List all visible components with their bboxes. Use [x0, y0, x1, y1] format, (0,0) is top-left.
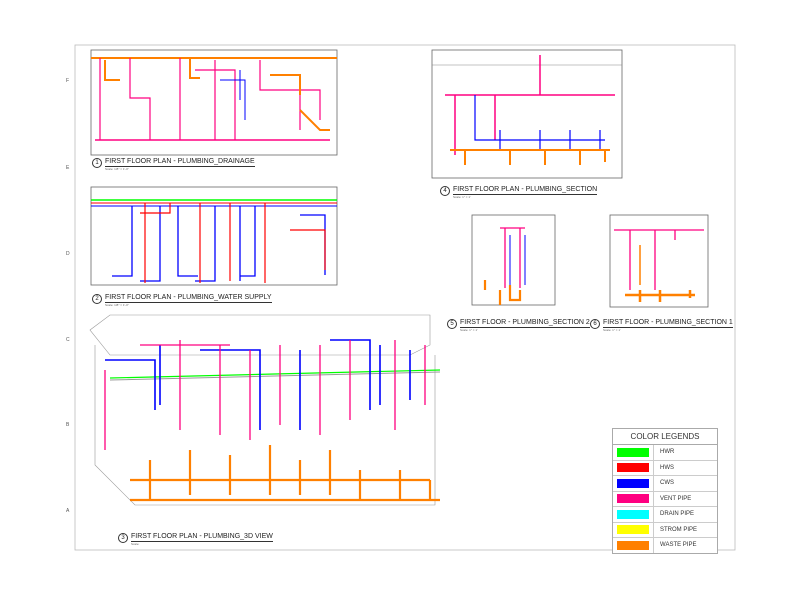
view-scale: Scale: 1" = 1': [453, 195, 471, 199]
legend-swatch: [613, 522, 654, 537]
view-number: 2: [92, 294, 102, 304]
legend-swatch: [613, 476, 654, 491]
view-5-section-2: [471, 214, 556, 306]
legend-title: COLOR LEGENDS: [613, 429, 717, 445]
color-swatch: [617, 494, 649, 504]
view-title: FIRST FLOOR PLAN - PLUMBING_SECTION: [453, 186, 598, 195]
view-title: FIRST FLOOR - PLUMBING_SECTION 1: [603, 319, 733, 328]
legend-swatch: [613, 491, 654, 506]
legend-label: VENT PIPE: [660, 495, 692, 502]
view-number: 4: [440, 186, 450, 196]
legend-item: HWR: [613, 445, 717, 461]
legend-item: STROM PIPE: [613, 522, 717, 538]
legend-swatch: [613, 507, 654, 522]
view-number: 5: [447, 319, 457, 329]
legend-item: VENT PIPE: [613, 491, 717, 507]
sheet-border: [74, 44, 736, 551]
view-4-section: [431, 49, 623, 179]
view-title: FIRST FLOOR - PLUMBING_SECTION 2: [460, 319, 590, 328]
legend-swatch: [613, 538, 654, 553]
view-3-3d-view: [89, 314, 441, 506]
view-number: 6: [590, 319, 600, 329]
view-scale: Scale: 1" = 1': [460, 328, 478, 332]
color-legend: COLOR LEGENDS HWR HWS CWS VENT PIPE DRAIN PI…: [612, 428, 718, 554]
legend-label: HWR: [660, 449, 675, 455]
grid-letter: C: [66, 337, 70, 343]
legend-label: DRAIN PIPE: [660, 511, 695, 517]
view-scale: Scale: 1" = 1': [603, 328, 621, 332]
view-title-2: 2 FIRST FLOOR PLAN - PLUMBING_WATER SUPP…: [92, 294, 272, 307]
view-scale: Scale: 1/8" = 1'-0": [105, 167, 129, 171]
view-scale: Scale: 1/8" = 1'-0": [105, 303, 129, 307]
color-swatch: [617, 540, 649, 550]
legend-item: WASTE PIPE: [613, 538, 717, 553]
grid-letter: E: [66, 165, 70, 171]
legend-swatch: [613, 460, 654, 475]
legend-item: DRAIN PIPE: [613, 507, 717, 523]
color-swatch: [617, 463, 649, 473]
view-number: 1: [92, 158, 102, 168]
color-swatch: [617, 509, 649, 519]
legend-label: HWS: [660, 464, 674, 471]
color-swatch: [617, 478, 649, 488]
legend-item: CWS: [613, 476, 717, 492]
grid-letter: B: [66, 422, 70, 428]
grid-letter: D: [66, 251, 70, 257]
legend-item: HWS: [613, 460, 717, 476]
legend-label: STROM PIPE: [660, 526, 698, 533]
view-title: FIRST FLOOR PLAN - PLUMBING_DRAINAGE: [105, 158, 255, 167]
view-scale: Scale:: [131, 542, 140, 546]
legend-swatch: [613, 445, 654, 460]
view-2-water-supply-plan: [90, 186, 338, 286]
grid-letter: A: [66, 508, 70, 514]
view-6-section-1: [609, 214, 709, 308]
view-number: 3: [118, 533, 128, 543]
grid-letter: F: [66, 78, 70, 84]
color-swatch: [617, 447, 649, 457]
color-swatch: [617, 525, 649, 535]
legend-label: WASTE PIPE: [660, 542, 697, 548]
view-1-drainage-plan: [90, 49, 338, 156]
view-title: FIRST FLOOR PLAN - PLUMBING_WATER SUPPLY: [105, 294, 272, 303]
view-title: FIRST FLOOR PLAN - PLUMBING_3D VIEW: [131, 533, 273, 542]
legend-label: CWS: [660, 480, 674, 486]
